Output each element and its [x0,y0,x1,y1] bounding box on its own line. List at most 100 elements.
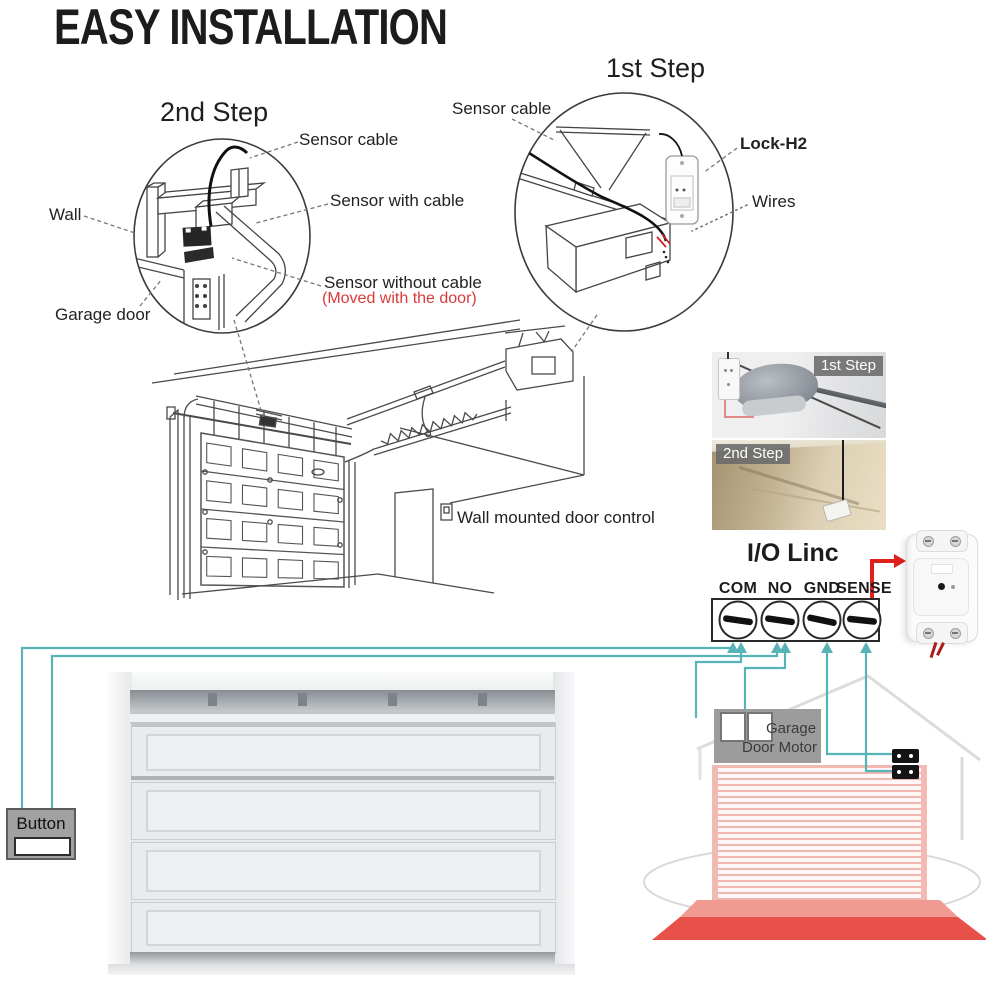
door-panel-pane [313,459,339,482]
leader-lines [83,118,738,418]
leader-sensor-with-cable [255,203,329,224]
lock-h2-led [675,188,679,192]
hinge-dot [267,519,273,525]
wire-arrowheads [727,642,872,653]
door-panel-pane [206,442,232,467]
photo-red-bracket [724,398,754,418]
motor-label-line1: Garage [766,720,817,737]
door-sensor-connector [892,749,919,779]
device-red-wire [936,642,945,656]
page-title: EASY INSTALLATION [54,0,448,55]
door-panel-pane [277,523,304,545]
right-track [348,460,356,588]
device-led [938,583,945,590]
leader-circle1 [571,314,598,352]
module-dot [727,383,730,386]
ground-ellipse [643,845,981,919]
door-panel-pane [277,558,304,579]
leader-lock-h2 [702,147,738,174]
pulley [590,214,606,230]
device-panel [913,558,969,616]
leader-garage-door [139,278,163,307]
door-panel [131,782,556,840]
header-bracket [478,693,487,706]
bearing-plate [166,406,176,420]
curved-track-outer [215,211,277,317]
screw-slot [807,614,837,626]
door-panel-pane [277,488,304,511]
button-face [14,837,71,856]
terminal-com [718,600,758,640]
wire-dot [664,255,668,259]
door-panel [131,902,556,954]
door-panel-inset [146,734,541,771]
track-curve-left [183,398,199,419]
laser-shutter-door [712,765,927,900]
door-edge-lines [183,270,225,330]
door-panel-grid [200,432,345,588]
door-handle [311,468,325,476]
door-panel-pane [313,526,339,547]
interior-door [394,488,434,583]
smart-switch-device [906,530,978,659]
module-dot [730,369,733,372]
wall-control-box [440,503,453,521]
sensor-mount-top [193,196,242,208]
terminal-label-com: COM [718,580,758,597]
wire-sensor-gnd [825,652,893,756]
sensor-cable-run [515,139,668,242]
lock-h2-module [665,155,699,225]
door-sill [108,964,575,975]
door-section-joint [200,508,345,523]
terminal-no [760,600,800,640]
sensor-mount-block [195,202,233,229]
opener-straps [517,330,550,350]
door-panel-pane [313,493,339,515]
screw-icon [950,628,961,639]
module-dot [724,369,727,372]
terminal-label-gnd: GND [803,580,841,597]
hinge-dot [337,542,343,548]
sensor-cable-curve [207,145,249,227]
extension-spring [380,411,478,445]
hinge-strap [192,278,211,320]
door-panel-inset [146,850,541,892]
rail-trolley [413,385,434,400]
motor-label-line2: Door Motor [742,739,818,756]
right-wall-top [399,427,585,476]
screw-icon [950,536,961,547]
photo1-step-badge: 1st Step [813,356,883,376]
wall-button-box: Button [6,808,76,860]
install-photo-step1: 1st Step [712,352,886,438]
rail-carriage [573,181,595,197]
door-panel-pane [241,557,268,578]
header-beam [157,188,257,215]
wire-motor-no [743,652,787,714]
hinge-dot [267,477,273,483]
door-opening [130,690,556,964]
wall-control-button [443,506,450,514]
label-sensor-cable-2: Sensor cable [299,130,399,149]
track-curve-right [344,448,375,463]
door-panel [131,842,556,900]
ceiling-line [151,328,521,384]
wire-sensor-sense [864,652,893,773]
door-panel-pane [313,560,339,580]
driveway-upper [680,900,958,917]
left-track [183,415,191,599]
control-wire [449,474,585,504]
terminal-label-sense: SENSE [836,580,892,597]
label-sensor-cable-1: Sensor cable [452,99,552,118]
red-wires [656,233,671,248]
garage-door-motor-box: Garage Door Motor [714,709,821,763]
screw-slot [765,615,795,626]
lock-h2-label [673,197,691,208]
door-panel [131,723,556,779]
door-frame-right [553,672,575,975]
garage-interior-drawing [151,319,585,600]
hinge-dot [202,469,208,475]
lock-h2-led [682,188,686,192]
label-wall-control: Wall mounted door control [457,508,655,527]
terminal-gnd [802,600,842,640]
leader-wires [691,204,748,232]
